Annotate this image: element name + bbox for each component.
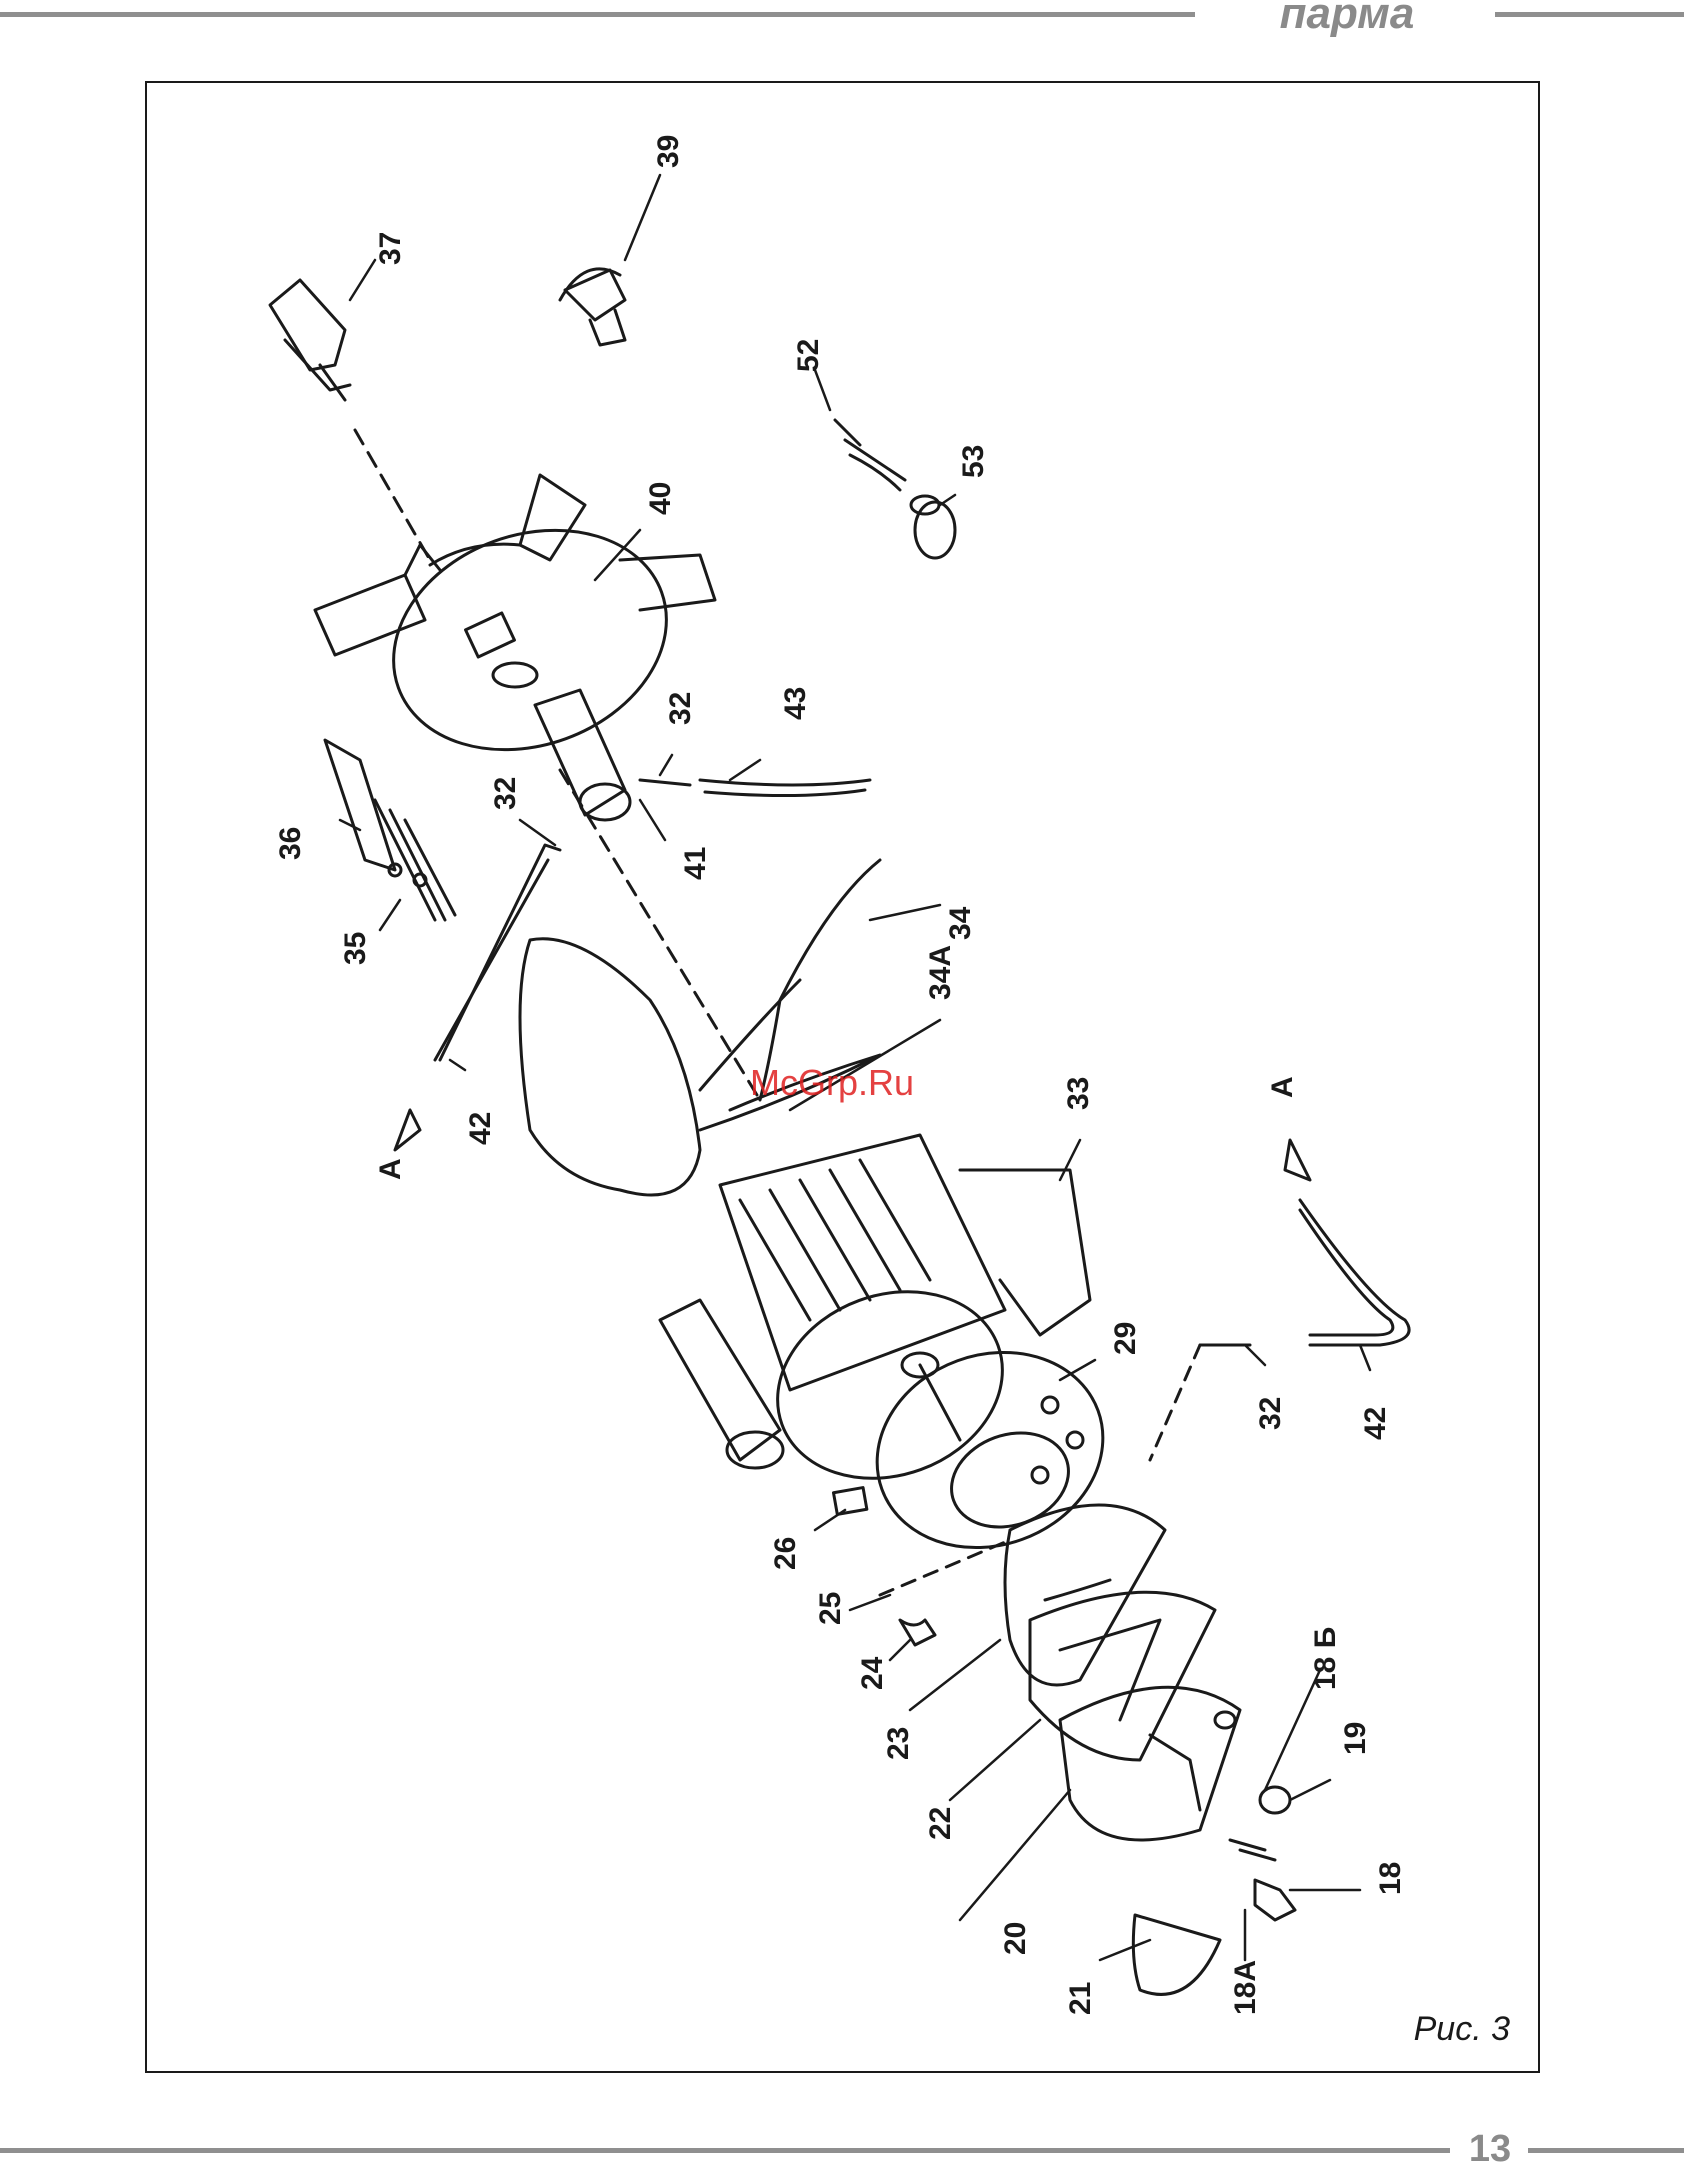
nozzle-part bbox=[270, 280, 430, 560]
callout-39: 39 bbox=[652, 135, 685, 168]
callout-32-middle: 32 bbox=[489, 777, 522, 810]
callout-36: 36 bbox=[274, 827, 307, 860]
callout-41: 41 bbox=[679, 847, 712, 880]
footer-rule-right bbox=[1528, 2148, 1684, 2153]
burner-housing-part bbox=[315, 475, 715, 787]
callout-40: 40 bbox=[644, 482, 677, 515]
callout-37: 37 bbox=[374, 232, 407, 265]
callout-43: 43 bbox=[779, 687, 812, 720]
callout-21: 21 bbox=[1064, 1982, 1097, 2015]
motor-body-part bbox=[660, 1135, 1090, 1509]
plug-screws-part bbox=[1133, 1787, 1295, 1994]
pump-housing-part bbox=[1005, 1505, 1240, 1840]
callout-18a: 18А bbox=[1229, 1960, 1262, 2015]
watermark-text: McGrp.Ru bbox=[750, 1062, 914, 1103]
electrode-assembly-part bbox=[325, 740, 455, 920]
callout-34: 34 bbox=[944, 906, 977, 940]
callout-22: 22 bbox=[924, 1807, 957, 1840]
callout-a-left: A bbox=[374, 1158, 407, 1180]
flange-part bbox=[849, 1321, 1130, 1578]
callout-18: 18 bbox=[1374, 1862, 1407, 1895]
callout-53: 53 bbox=[957, 445, 990, 478]
callout-a-right: A bbox=[1266, 1076, 1299, 1098]
callout-34a: 34А bbox=[924, 945, 957, 1000]
callout-32-bottom: 32 bbox=[1254, 1397, 1287, 1430]
callout-32-top: 32 bbox=[664, 692, 697, 725]
small-fittings-part bbox=[833, 1488, 1010, 1645]
callout-35: 35 bbox=[339, 932, 372, 965]
callout-18b: 18 Б bbox=[1309, 1627, 1342, 1690]
footer-rule-left bbox=[0, 2148, 1450, 2153]
callout-23: 23 bbox=[882, 1727, 915, 1760]
figure-caption: Рис. 3 bbox=[1390, 2010, 1510, 2049]
page-number: 13 bbox=[1460, 2128, 1520, 2171]
callout-52: 52 bbox=[792, 339, 825, 372]
callout-24: 24 bbox=[856, 1656, 889, 1690]
fan-impeller-part bbox=[520, 770, 880, 1195]
sensor-cable-part bbox=[835, 420, 955, 558]
callout-29: 29 bbox=[1109, 1322, 1142, 1355]
callout-42-right: 42 bbox=[1359, 1407, 1392, 1440]
callout-42-left: 42 bbox=[464, 1112, 497, 1145]
callout-26: 26 bbox=[769, 1537, 802, 1570]
callout-20: 20 bbox=[999, 1922, 1032, 1955]
callout-25: 25 bbox=[814, 1592, 847, 1625]
bracket-clip-part bbox=[560, 269, 625, 345]
callout-33: 33 bbox=[1062, 1077, 1095, 1110]
callout-19: 19 bbox=[1339, 1722, 1372, 1755]
